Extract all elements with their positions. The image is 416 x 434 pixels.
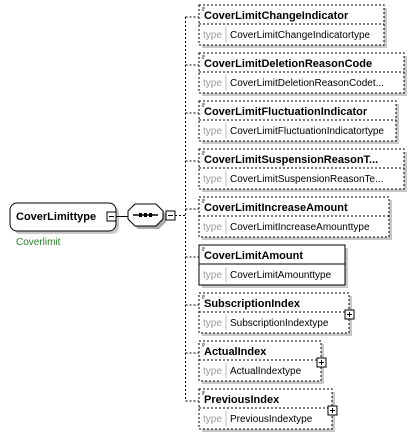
type-keyword: type: [203, 30, 222, 41]
element-name: CoverLimitIncreaseAmount: [204, 202, 348, 214]
element-type: ActualIndextype: [230, 366, 302, 377]
element-name: CoverLimitDeletionReasonCode: [204, 58, 372, 70]
type-row: [200, 25, 383, 44]
type-keyword: type: [203, 222, 222, 233]
element-marker-icon: [202, 247, 205, 251]
type-row: [200, 217, 388, 236]
sequence-compositor[interactable]: [127, 203, 166, 229]
element-type: PreviousIndextype: [230, 414, 313, 425]
element-1[interactable]: CoverLimitDeletionReasonCode type CoverLim…: [198, 52, 407, 96]
type-row: [200, 169, 403, 188]
root-annotation: Coverlimit: [16, 237, 61, 248]
element-type: CoverLimitSuspensionReasonTe...: [230, 174, 383, 185]
element-name: CoverLimitChangeIndicator: [204, 10, 349, 22]
element-marker-icon: [202, 151, 205, 155]
element-type: CoverLimitDeletionReasonCodet...: [230, 78, 384, 89]
element-marker-icon: [202, 55, 205, 59]
element-marker-icon: [202, 391, 205, 395]
element-name: CoverLimitAmount: [204, 250, 303, 262]
element-name: ActualIndex: [204, 346, 267, 358]
root-collapse-toggle[interactable]: [106, 211, 117, 222]
type-keyword: type: [203, 318, 222, 329]
type-keyword: type: [203, 126, 222, 137]
root-name: CoverLimittype: [16, 211, 96, 223]
type-keyword: type: [203, 414, 222, 425]
element-name: PreviousIndex: [204, 394, 280, 406]
expand-toggle-icon[interactable]: [327, 405, 338, 416]
element-type: SubscriptionIndextype: [230, 318, 329, 329]
element-type: CoverLimitIncreaseAmounttype: [230, 222, 370, 233]
type-row: [200, 265, 344, 284]
type-row: [200, 313, 348, 332]
root-element[interactable]: CoverLimittype: [9, 202, 119, 234]
type-keyword: type: [203, 78, 222, 89]
element-marker-icon: [202, 295, 205, 299]
type-row: [200, 361, 320, 380]
element-3[interactable]: CoverLimitSuspensionReasonT... type CoverL…: [198, 148, 407, 192]
element-marker-icon: [202, 199, 205, 203]
type-keyword: type: [203, 174, 222, 185]
element-type: CoverLimitChangeIndicatortype: [230, 30, 371, 41]
element-marker-icon: [202, 103, 205, 107]
type-row: [200, 409, 331, 428]
type-row: [200, 73, 403, 92]
branch-connectors: [175, 16, 199, 402]
sequence-collapse-toggle[interactable]: [165, 210, 176, 221]
element-name: CoverLimitFluctuationIndicator: [204, 106, 368, 118]
expand-toggle-icon[interactable]: [316, 357, 327, 368]
element-type: CoverLimitAmounttype: [230, 270, 332, 281]
element-type: CoverLimitFluctuationIndicatortype: [230, 126, 384, 137]
type-keyword: type: [203, 270, 222, 281]
type-row: [200, 121, 395, 140]
element-name: SubscriptionIndex: [204, 298, 301, 310]
type-keyword: type: [203, 366, 222, 377]
element-name: CoverLimitSuspensionReasonT...: [204, 154, 378, 166]
element-marker-icon: [202, 7, 205, 11]
element-marker-icon: [202, 343, 205, 347]
expand-toggle-icon[interactable]: [344, 309, 355, 320]
